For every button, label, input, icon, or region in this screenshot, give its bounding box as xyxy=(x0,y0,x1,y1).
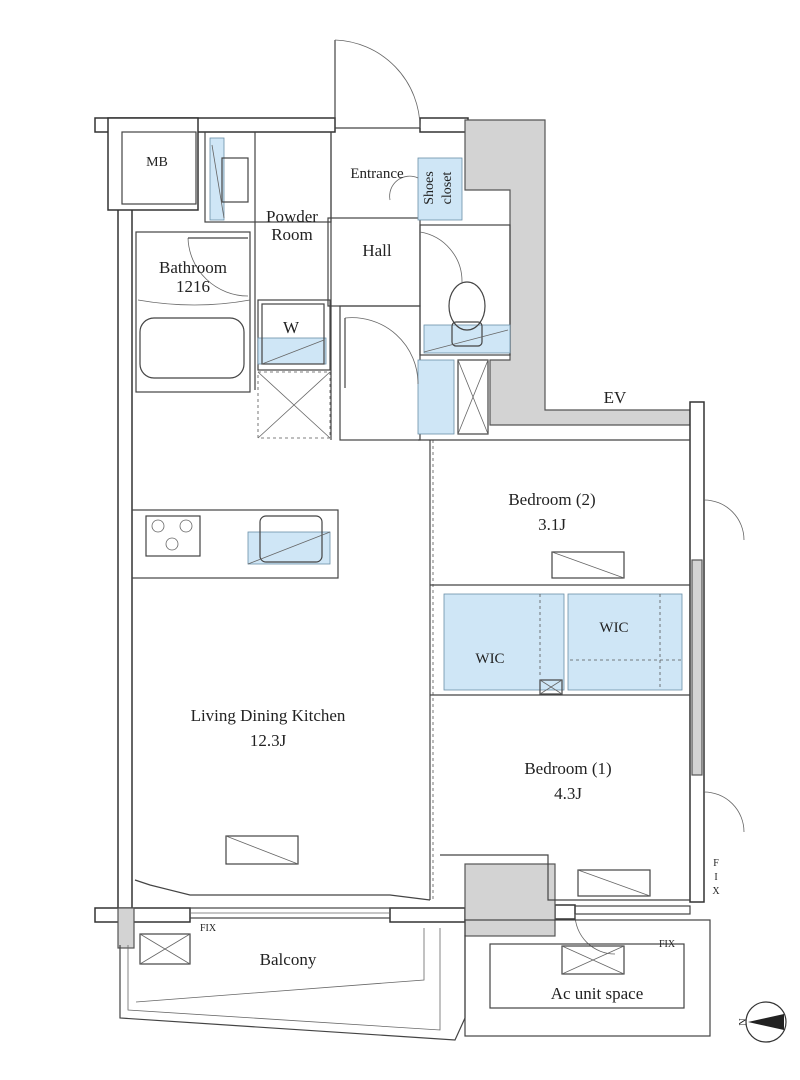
stove xyxy=(145,515,201,557)
ac-unit-space-box xyxy=(489,943,685,1009)
label-ldk: Living Dining Kitchen xyxy=(191,706,346,725)
label-hall: Hall xyxy=(362,241,392,260)
label-fix-v-1: F xyxy=(713,858,719,869)
shoes-closet-shelf xyxy=(417,157,463,221)
bathtub xyxy=(139,317,245,379)
label-shoes-closet-2: closet xyxy=(440,172,455,205)
label-bathroom-size: 1216 xyxy=(176,277,210,296)
wic-right-area xyxy=(567,593,683,691)
label-wic-right: WIC xyxy=(599,620,628,636)
outer-walls xyxy=(94,117,705,949)
label-ev: EV xyxy=(604,388,627,407)
label-bathroom: Bathroom xyxy=(159,258,227,277)
label-bedroom1: Bedroom (1) xyxy=(524,759,611,778)
label-bedroom2: Bedroom (2) xyxy=(508,490,595,509)
entrance-door[interactable] xyxy=(334,39,421,129)
label-balcony: Balcony xyxy=(260,950,317,969)
label-ldk-size: 12.3J xyxy=(250,731,287,750)
north-arrow-icon: N xyxy=(738,1001,787,1043)
label-fix-v-3: X xyxy=(712,886,720,897)
bedroom2-window-arc xyxy=(703,499,745,541)
bathroom-door-arc xyxy=(187,237,249,297)
bedroom2-ac-unit xyxy=(551,551,625,579)
bedroom1-ac-unit xyxy=(577,869,651,897)
label-bedroom2-size: 3.1J xyxy=(538,515,566,534)
label-entrance: Entrance xyxy=(350,166,404,182)
label-washer: W xyxy=(283,318,300,337)
label-fix-v-2: I xyxy=(714,872,717,883)
label-fix-right: FIX xyxy=(659,939,676,950)
interior-walls xyxy=(131,131,690,901)
ldk-ac-unit xyxy=(225,835,299,865)
wet-areas xyxy=(209,137,683,691)
label-bedroom1-size: 4.3J xyxy=(554,784,582,803)
label-mb: MB xyxy=(146,155,168,170)
balcony-ac-box xyxy=(139,933,191,965)
kitchen-sink xyxy=(259,515,323,563)
compass-north-label: N xyxy=(738,1018,749,1025)
fixtures xyxy=(137,144,745,955)
structural-column-top xyxy=(464,119,691,426)
label-ac-unit-space: Ac unit space xyxy=(551,984,644,1003)
label-fix-left: FIX xyxy=(200,923,217,934)
label-wic-left: WIC xyxy=(475,651,504,667)
hall-door-arc xyxy=(344,317,419,385)
structural-column-bottom xyxy=(464,863,556,937)
right-wall-segment xyxy=(691,559,703,776)
labels: MB Powder Room Entrance Shoes closet Hal… xyxy=(146,155,720,1003)
bedroom1-window-arc xyxy=(703,791,745,833)
balcony xyxy=(119,919,711,1041)
toilet xyxy=(448,281,486,331)
label-powder-room-1: Powder xyxy=(266,207,318,226)
label-powder-room-2: Room xyxy=(271,225,313,244)
label-shoes-closet-1: Shoes xyxy=(422,171,437,204)
wic-left-area xyxy=(443,593,565,691)
